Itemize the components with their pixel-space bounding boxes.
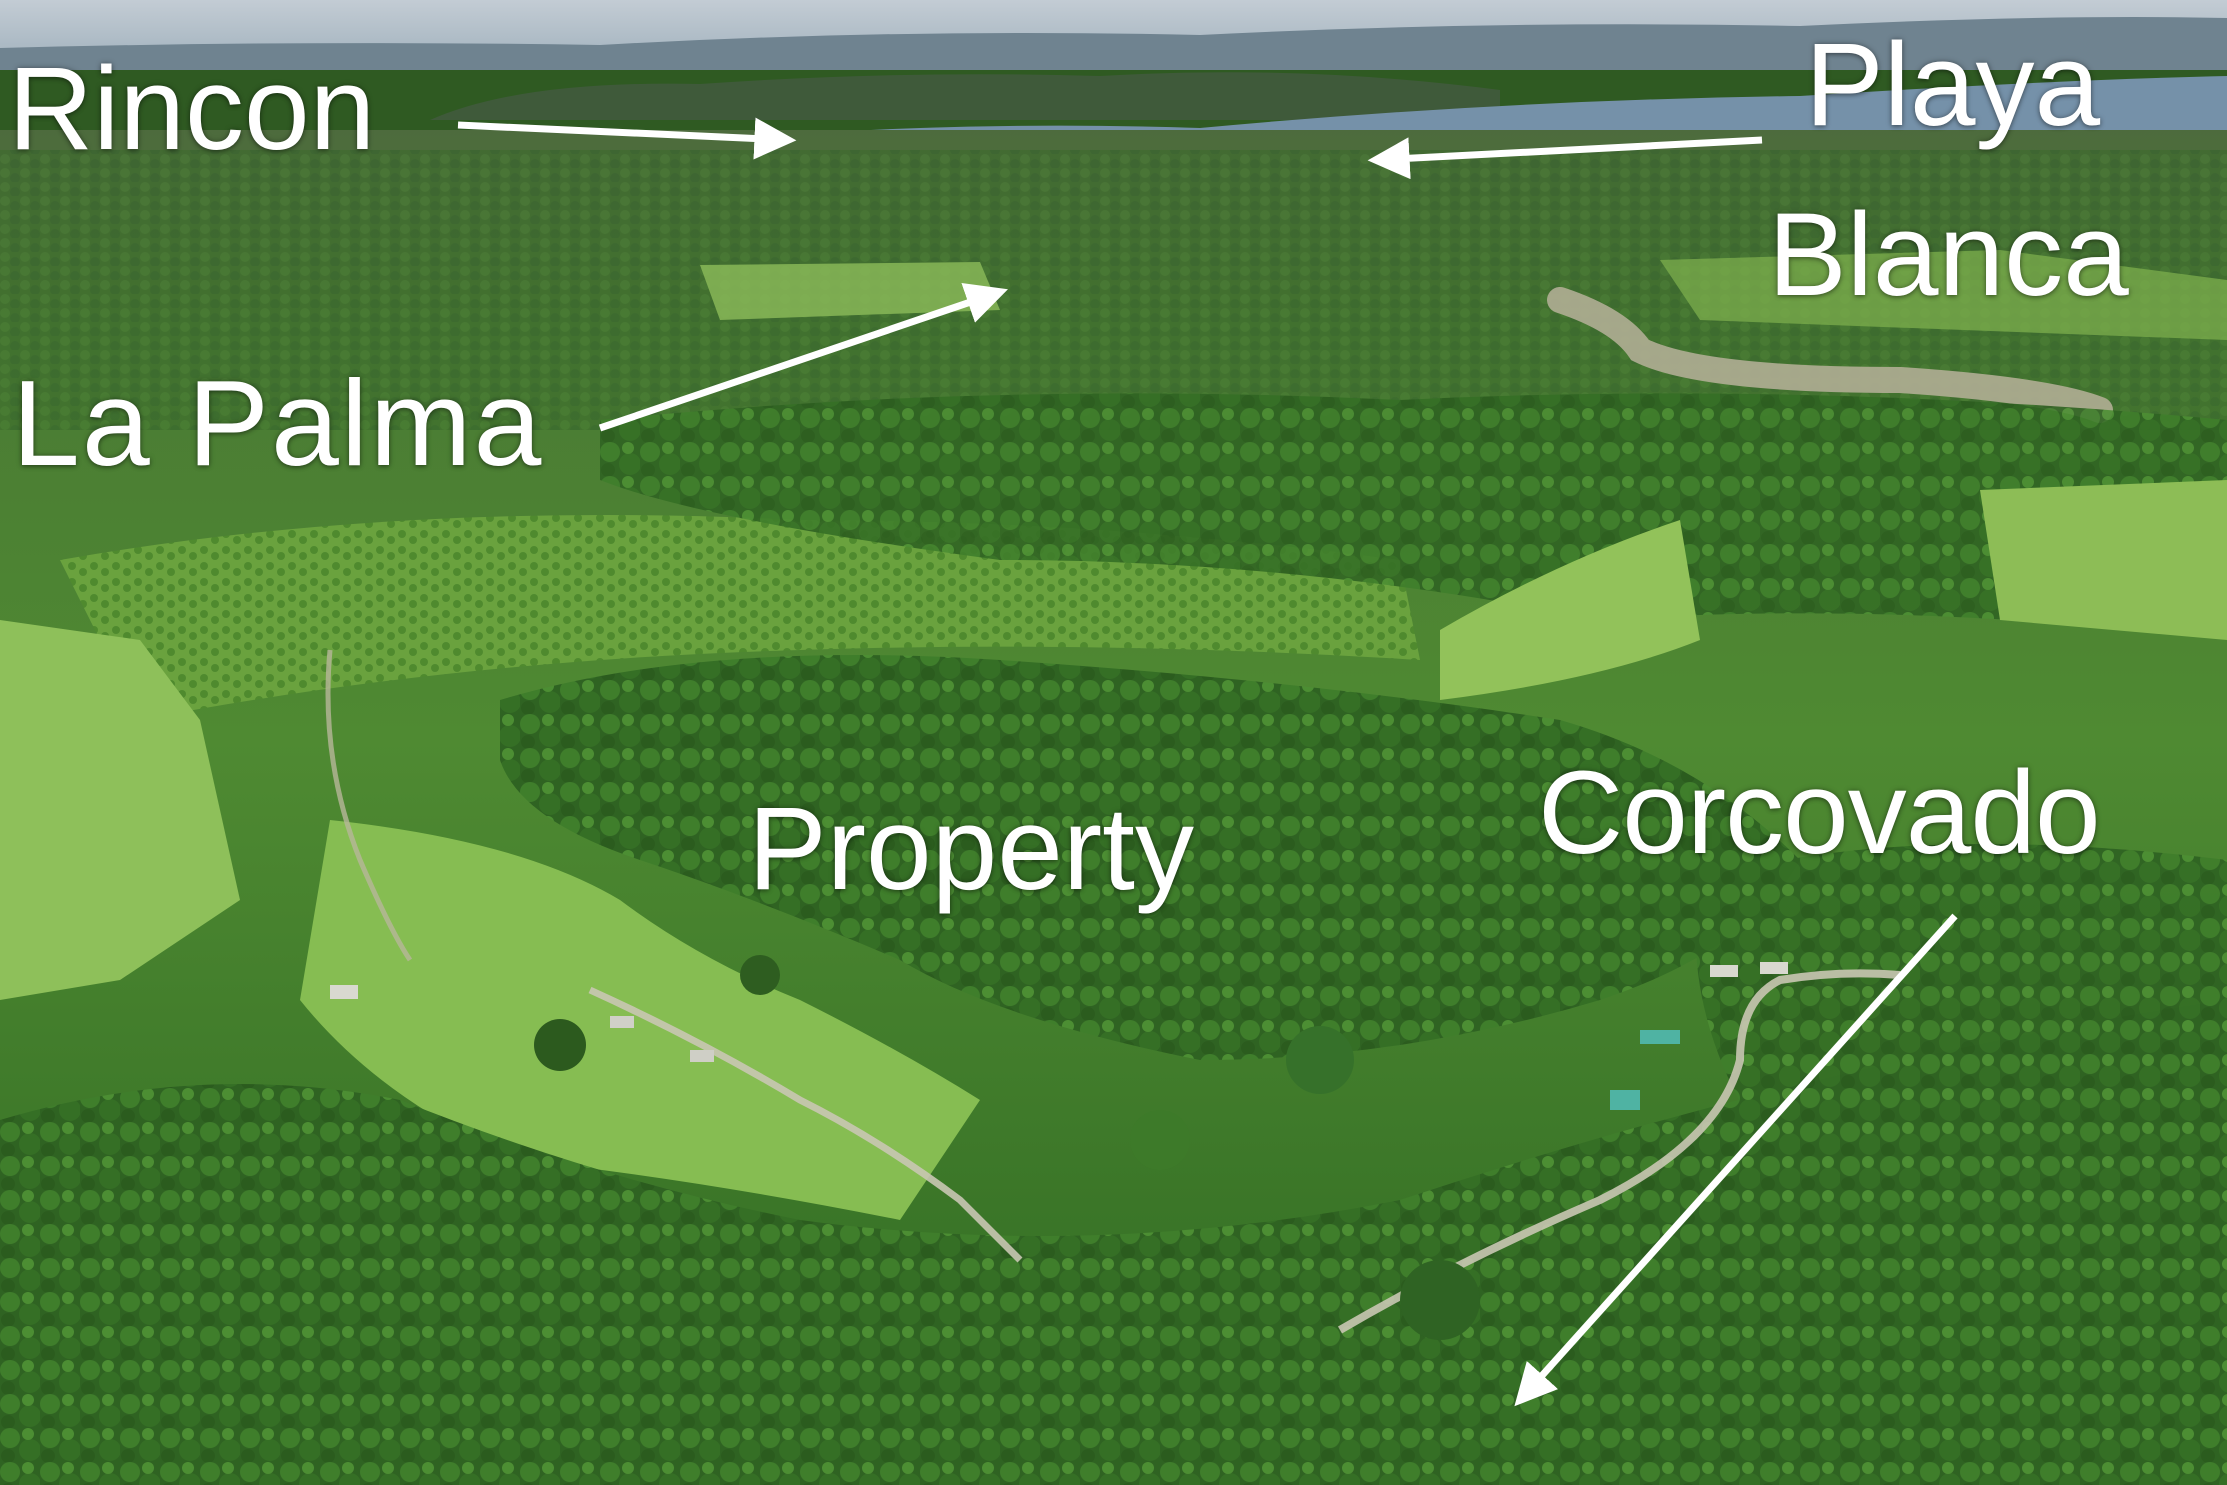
arrow-to-la-palma (598, 282, 1008, 432)
road (1337, 969, 1901, 1334)
label-la-palma: La Palma (12, 355, 544, 491)
label-property: Property (748, 783, 1194, 915)
left-pasture (0, 620, 240, 1000)
house (610, 1016, 634, 1028)
tree (534, 1019, 586, 1071)
road (588, 986, 1023, 1263)
palm-plantation (60, 515, 1420, 720)
rincon-peninsula (430, 72, 1500, 120)
property-forest (500, 655, 1800, 1060)
river (1547, 287, 2113, 423)
distant-mountains (0, 17, 2227, 70)
label-corcovado: Corcovado (1538, 747, 2101, 879)
distant-field (1660, 250, 2227, 340)
mid-forest (600, 393, 2227, 640)
house (1610, 1090, 1640, 1110)
tree (1400, 1260, 1480, 1340)
house (690, 1050, 714, 1062)
property-pasture (300, 820, 980, 1220)
label-playa: Playa (1805, 19, 2101, 151)
pasture (1980, 480, 2227, 640)
house (1760, 962, 1788, 974)
pasture (1440, 520, 1700, 700)
house (1710, 965, 1738, 977)
foreground-forest (0, 1000, 2227, 1485)
label-rincon: Rincon (8, 43, 376, 175)
label-blanca: Blanca (1768, 189, 2129, 321)
tree (1130, 1110, 1190, 1170)
tree (1286, 1026, 1354, 1094)
arrow-to-playa-blanca (1367, 136, 1763, 180)
distant-field (700, 262, 1000, 320)
arrow-to-corcovado (1514, 913, 1958, 1407)
tree (740, 955, 780, 995)
right-forest (1695, 844, 2227, 1120)
house (330, 985, 358, 999)
arrow-to-rincon (457, 117, 797, 160)
track (325, 649, 413, 962)
house (1640, 1030, 1680, 1044)
